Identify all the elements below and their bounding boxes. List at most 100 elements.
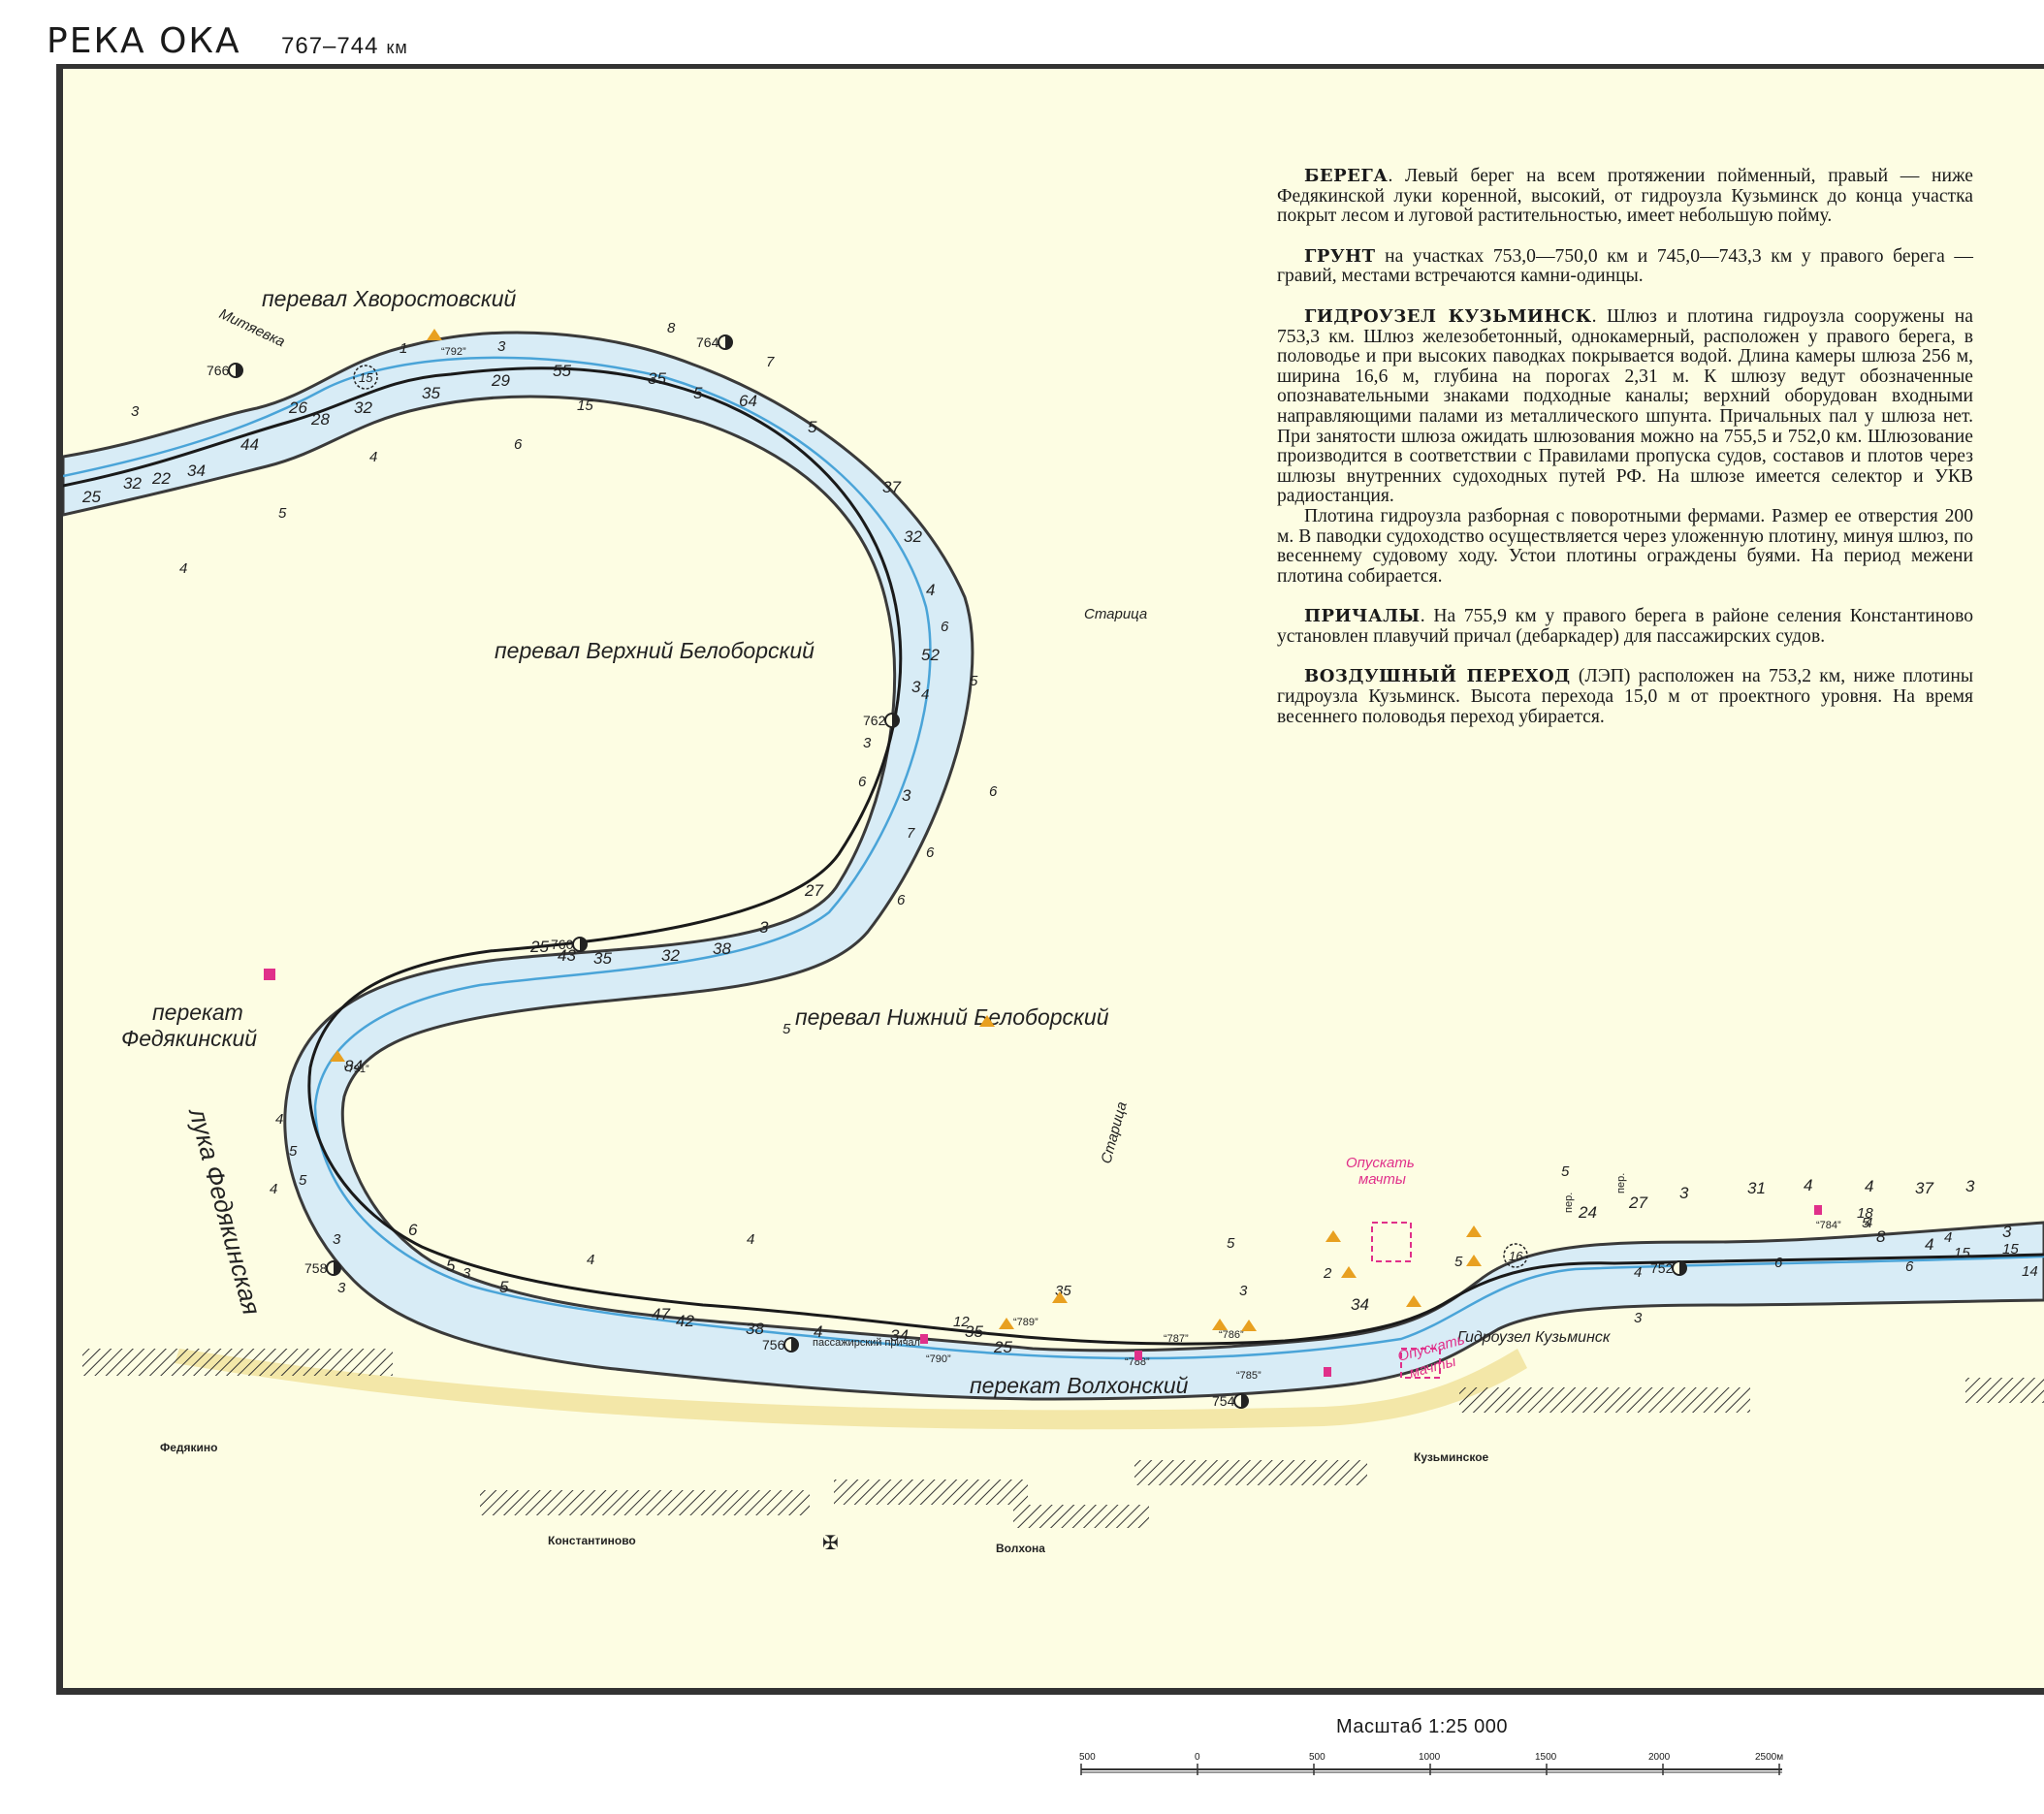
depth-sounding: 1: [399, 340, 407, 357]
settlement-hatch: [1134, 1460, 1367, 1485]
buoy-icon: [1406, 1295, 1421, 1307]
note-text: Плотина гидроузла разборная с поворотным…: [1277, 505, 1973, 587]
km-marker-label: 752: [1650, 1260, 1674, 1276]
depth-sounding: 4: [1634, 1264, 1642, 1281]
depth-sounding: 14: [2022, 1263, 2038, 1280]
km-marker-label: 766: [207, 363, 230, 378]
depth-sounding: 3: [1239, 1283, 1248, 1299]
note-text: . Левый берег на всем протяжении пойменн…: [1277, 166, 1973, 227]
buoy-icon: [1466, 1255, 1482, 1266]
km-marker-half: [725, 335, 732, 349]
km-marker-label: 760: [551, 937, 574, 952]
river-edge-line: [63, 356, 2044, 1360]
depth-sounding: 5: [1227, 1235, 1235, 1252]
circle-icon: [353, 365, 378, 390]
channel-depth: 35: [422, 384, 440, 402]
mark-label: “790”: [926, 1353, 951, 1365]
depth-sounding: 7: [766, 354, 775, 370]
channel-depth: 8: [1876, 1227, 1886, 1246]
depth-sounding: 18: [1857, 1205, 1873, 1222]
depth-sounding: 15: [577, 398, 593, 414]
label-staritsa-2: Старица: [1098, 1100, 1130, 1165]
mark-label: “784”: [1816, 1220, 1841, 1231]
pink-sign-icon: [1324, 1367, 1331, 1377]
buoy-icon: [1341, 1266, 1357, 1278]
channel-depth: 25: [81, 488, 101, 506]
channel-depth: 35: [593, 949, 612, 968]
channel-depth: 38: [746, 1320, 764, 1338]
depth-sounding: 15: [1954, 1245, 1970, 1261]
depth-sounding: 6: [926, 844, 935, 861]
pink-markers: [264, 969, 1822, 1379]
depth-sounding: 5: [278, 505, 287, 522]
km-marker-label: 762: [863, 713, 886, 728]
channel-depth: 64: [739, 392, 757, 410]
settlement-fedyakino: Федякино: [160, 1441, 218, 1454]
depth-sounding: 6: [514, 436, 523, 453]
km-marker-label: 756: [762, 1337, 785, 1353]
channel-depth: 29: [491, 371, 510, 390]
buoy-icon: [427, 329, 442, 340]
km-marker-label: 764: [696, 334, 719, 350]
buoy-icons: [330, 329, 1482, 1331]
settlement-hatch: [1013, 1505, 1149, 1528]
depth-sounding: 3: [333, 1231, 341, 1248]
depth-sounding: 8: [667, 320, 676, 336]
depth-sounding: 4: [369, 449, 377, 465]
channel-depth: 26: [288, 398, 307, 417]
depth-sounding: 4: [747, 1231, 754, 1248]
depth-sounding: 4: [587, 1252, 594, 1268]
channel-depth: 37: [882, 478, 901, 496]
depth-sounding: 6: [941, 619, 949, 635]
channel-depth: 5: [808, 418, 817, 436]
depth-sounding: 5: [1862, 1215, 1870, 1231]
circle-label: 15: [359, 370, 373, 385]
depth-sounding: 4: [1944, 1229, 1952, 1246]
channel-depth: 34: [1351, 1295, 1369, 1314]
note-text: . Шлюз и плотина гидроузла сооружены на …: [1277, 305, 1973, 507]
label-opuskat-1a: Опускать: [1346, 1155, 1415, 1171]
km-marker-half: [791, 1338, 798, 1352]
channel-depth: 28: [310, 410, 330, 429]
channel-depth: 3: [2002, 1223, 2012, 1241]
label-per-2: пер.: [1615, 1173, 1627, 1193]
km-marker-half: [892, 714, 899, 727]
note-berega: БЕРЕГА. Левый берег на всем протяжении п…: [1277, 166, 1973, 227]
label-gidrouzel: Гидроузел Кузьминск: [1457, 1329, 1612, 1346]
settlement-hatch: [834, 1480, 1028, 1505]
pink-sign-icon: [1814, 1205, 1822, 1215]
buoy-icon: [999, 1318, 1014, 1329]
label-perekat-verkhny: перевал Верхний Белоборский: [495, 638, 814, 663]
km-marker-half: [1241, 1394, 1248, 1408]
channel-depth: 31: [1747, 1179, 1766, 1197]
circle-icon: [1503, 1243, 1528, 1268]
depth-sounding: 3: [497, 338, 506, 355]
channel-depth: 4: [1865, 1177, 1873, 1195]
note-text: (ЛЭП) расположен на 753,2 км, ниже плоти…: [1277, 666, 1973, 727]
bank-strip: [175, 1349, 1527, 1430]
channel-depth: 6: [408, 1221, 418, 1239]
settlement-hatch: [1965, 1378, 2044, 1403]
buoy-icon: [1241, 1320, 1257, 1331]
depth-sounding: 5: [299, 1172, 307, 1189]
channel-depth: 25: [993, 1338, 1012, 1356]
depth-sounding: 12: [953, 1314, 970, 1330]
channel-depth: 37: [1915, 1179, 1933, 1197]
channel-depth: 22: [151, 469, 171, 488]
mark-label: “792”: [441, 346, 466, 358]
note-heading: ГРУНТ: [1304, 245, 1376, 267]
depth-sounding: 6: [1774, 1255, 1783, 1271]
channel-depth: 84: [344, 1057, 363, 1075]
depth-sounding: 4: [179, 560, 187, 577]
channel-depth: 42: [676, 1312, 694, 1330]
scale-tick-label: 0: [1195, 1752, 1200, 1763]
channel-depth: 35: [965, 1322, 983, 1341]
channel-depth: 32: [904, 527, 922, 546]
depth-sounding: 3: [863, 735, 872, 751]
km-marker-half: [334, 1261, 340, 1275]
depth-sounding: 4: [1865, 1215, 1872, 1231]
label-pier: пассажирский причал: [813, 1337, 920, 1349]
depth-sounding: 3: [1634, 1310, 1643, 1326]
